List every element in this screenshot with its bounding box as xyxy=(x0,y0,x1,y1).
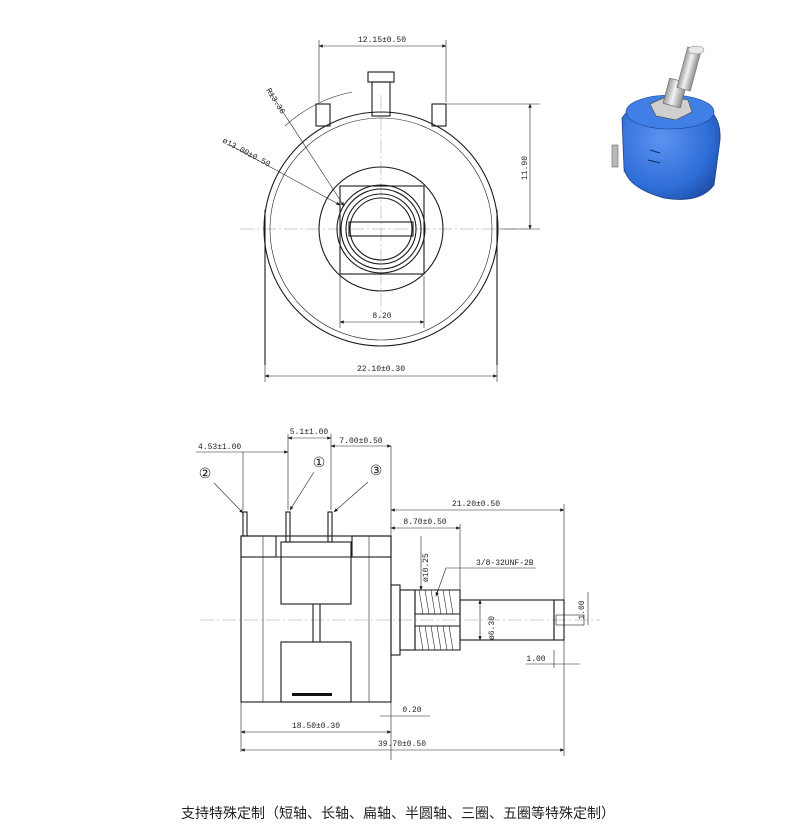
spec-leader xyxy=(435,567,447,597)
dim-pin-mid: 5.1±1.00 xyxy=(290,428,329,437)
dim-thread-diameter: ø10.25 xyxy=(422,553,431,582)
dim-diameter: ø13.00±0.50 xyxy=(221,137,272,170)
dim-flat-1: 1.00 xyxy=(578,600,587,619)
dim-pin-left: 4.53±1.00 xyxy=(198,443,241,452)
dim-outer-width: 22.10±0.30 xyxy=(357,365,405,374)
shaft-end xyxy=(553,599,565,641)
shaft-flat xyxy=(555,614,585,626)
dim-flat-2: 1.00 xyxy=(526,655,545,664)
dim-total-length: 39.70±0.50 xyxy=(378,740,426,749)
body-outline xyxy=(240,535,392,703)
dim-thread-spec: 3/8-32UNF-2B xyxy=(476,559,534,568)
pin-label-1: ① xyxy=(313,455,326,471)
outer-body-ring xyxy=(269,117,493,341)
product-marking xyxy=(647,149,661,164)
lower-block xyxy=(280,641,352,703)
pin-3 xyxy=(327,511,333,543)
dim-body-length: 18.50±0.30 xyxy=(292,722,340,731)
terminal-tab-mid-head xyxy=(367,71,395,83)
bushing-circle xyxy=(318,166,444,292)
product-pin xyxy=(611,144,619,168)
top-view: R13.36 ø13.00±0.50 12.15±0.50 11.90 8.20… xyxy=(221,36,540,382)
dim-width-top: 12.15±0.50 xyxy=(358,36,406,45)
dim-pin-right: 7.00±0.50 xyxy=(339,437,382,446)
lower-slot xyxy=(292,693,332,696)
outer-body-circle xyxy=(263,111,499,347)
pin-leader-2 xyxy=(213,482,244,514)
pin-label-3: ③ xyxy=(370,463,383,479)
wiper-block xyxy=(280,541,352,605)
pin-leader-3 xyxy=(333,481,369,513)
radius-leader xyxy=(269,91,345,207)
caption: 支持特殊定制（短轴、长轴、扁轴、半圆轴、三圈、五圈等特殊定制） xyxy=(181,806,615,822)
nut-ring-inner xyxy=(340,188,422,270)
dim-gap: 0.20 xyxy=(402,706,421,715)
bushing-base xyxy=(399,589,416,651)
shaft-ring-inner xyxy=(349,197,413,261)
pin-leader-1 xyxy=(289,471,315,511)
dim-inner-width: 8.20 xyxy=(372,312,391,321)
thread-lower xyxy=(414,625,461,651)
dim-height: 11.90 xyxy=(521,156,530,180)
product-shaft-tip xyxy=(687,45,705,55)
diameter-leader xyxy=(229,144,341,206)
shaft-slot xyxy=(348,221,414,237)
radius-arc xyxy=(284,91,353,127)
dim-thread-length: 8.70±0.50 xyxy=(403,518,446,527)
dim-shaft-diameter: ø6.30 xyxy=(488,616,497,640)
pin-1 xyxy=(285,511,291,543)
shaft-ring-outer xyxy=(345,193,417,265)
pin-2 xyxy=(242,511,248,537)
notch-right xyxy=(351,535,392,558)
terminal-tab-left xyxy=(315,103,331,127)
pin-label-2: ② xyxy=(199,466,212,482)
side-view: ② ① ③ 4.53±1.00 5.1±1.00 7.00±0.50 21.20… xyxy=(196,428,600,760)
dim-shaft-total: 21.20±0.50 xyxy=(452,500,500,509)
product-photo xyxy=(611,45,721,200)
terminal-tab-right xyxy=(431,103,447,127)
notch-left xyxy=(240,535,277,558)
dim-radius: R13.36 xyxy=(263,87,286,116)
nut-ring-outer xyxy=(336,184,426,274)
thread-upper xyxy=(414,589,461,615)
hex-nut-outline xyxy=(339,185,425,275)
